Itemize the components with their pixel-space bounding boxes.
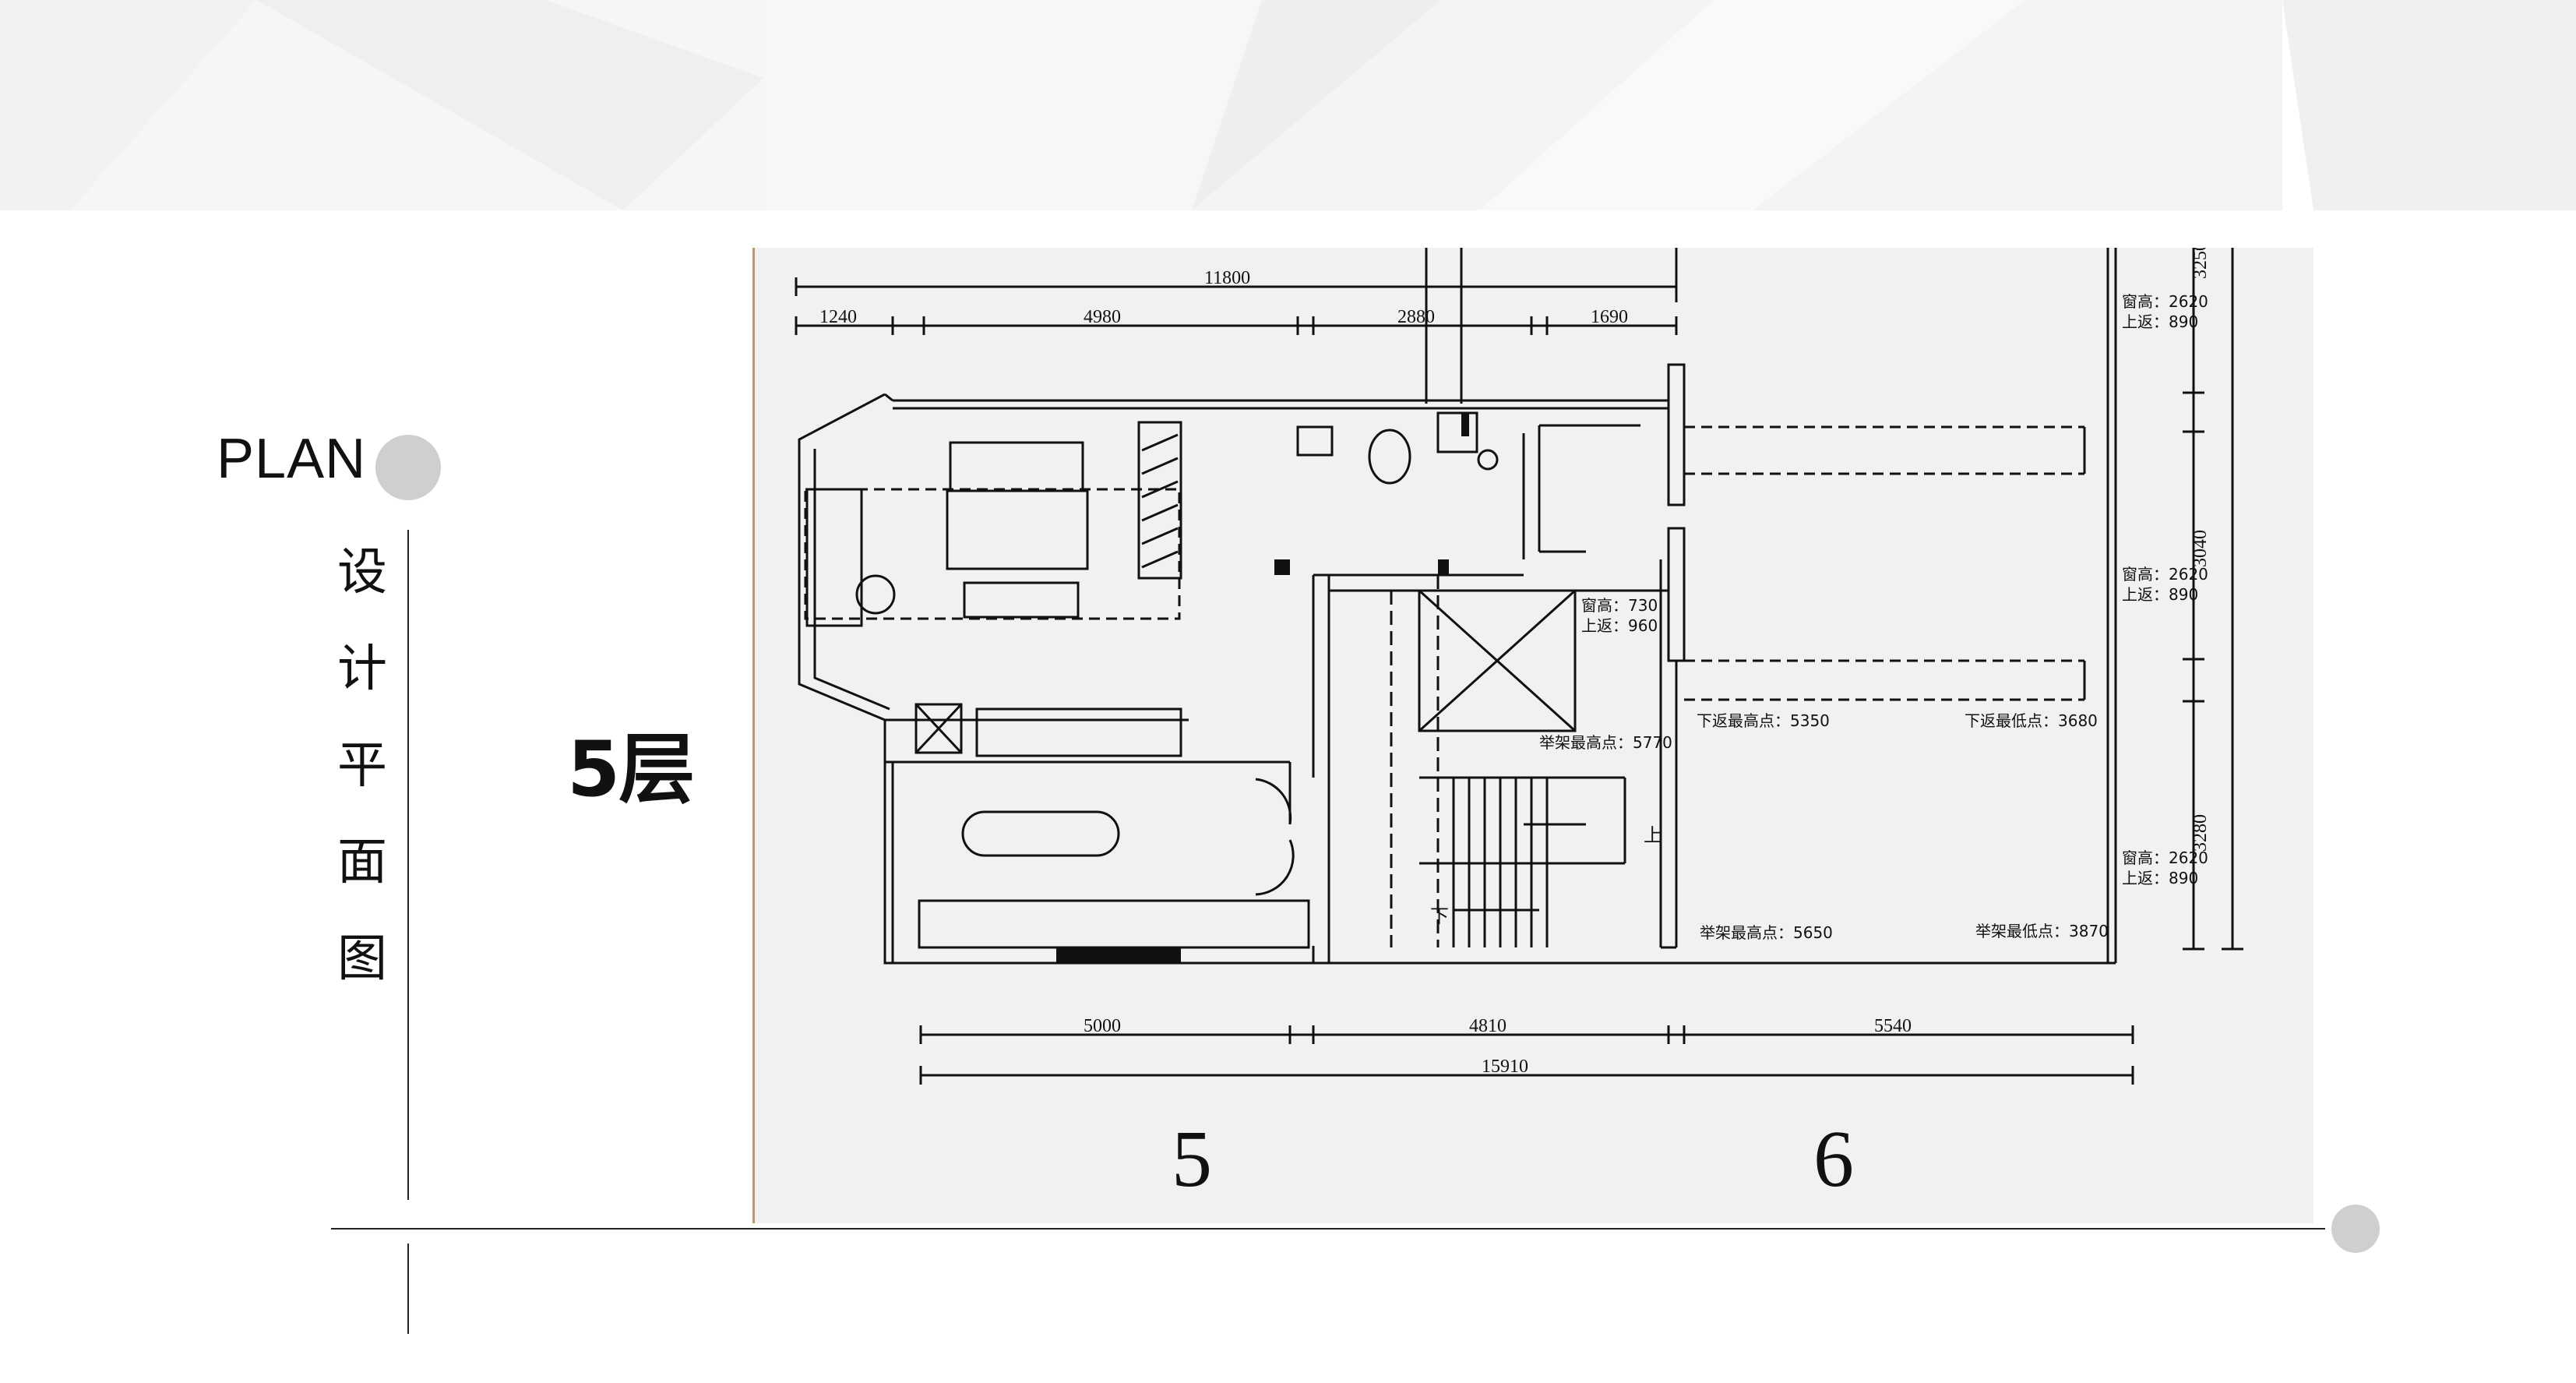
floor-plan-drawing: 11800 1240 4980 2880 1690 5000 4810 5540… (795, 248, 2243, 1204)
window-note: 上返：890 (2122, 312, 2198, 331)
stair-up-label: 上 (1644, 824, 1662, 846)
dim-right-3: 3280 (2190, 814, 2211, 852)
subtitle-char: 平 (337, 737, 387, 795)
accent-dot (375, 435, 441, 500)
subtitle-char: 图 (337, 930, 387, 988)
axis-label-5: 5 (1172, 1114, 1212, 1204)
dim-bottom-3: 5540 (1874, 1016, 1912, 1036)
floor-plan-panel: 11800 1240 4980 2880 1690 5000 4810 5540… (752, 248, 2313, 1223)
header-decoration (0, 0, 2576, 210)
height-note: 举架最高点：5650 (1700, 923, 1833, 942)
subtitle-char: 设 (337, 544, 387, 602)
window-note: 窗高：2620 (2122, 848, 2208, 867)
horizontal-rule (331, 1228, 2325, 1230)
window-note: 上返：960 (1581, 616, 1658, 635)
window-note: 窗高：2620 (2122, 565, 2208, 584)
dim-bottom-2: 4810 (1469, 1016, 1506, 1036)
height-note: 下返最高点：5350 (1697, 711, 1830, 730)
dim-top-4: 1690 (1591, 307, 1628, 327)
rule-end-dot (2331, 1205, 2380, 1253)
subtitle-char: 面 (337, 834, 387, 891)
dim-bottom-1: 5000 (1084, 1016, 1121, 1036)
window-note: 窗高：2620 (2122, 292, 2208, 311)
height-note: 下返最低点：3680 (1965, 711, 2098, 730)
section-label: PLAN (217, 428, 367, 490)
axis-label-6: 6 (1813, 1114, 1854, 1204)
window-note: 上返：890 (2122, 585, 2198, 604)
subtitle-char: 计 (337, 640, 387, 698)
panel-left-rule (752, 248, 755, 1223)
dim-top-overall: 11800 (1204, 268, 1250, 288)
dim-bottom-overall: 15910 (1482, 1057, 1528, 1077)
height-note: 举架最低点：3870 (1975, 922, 2109, 940)
vertical-rule (407, 530, 409, 1200)
dim-right-2: 3040 (2190, 530, 2211, 567)
stair-down-label: 下 (1430, 905, 1449, 927)
vertical-rule-lower (407, 1244, 409, 1334)
window-note: 窗高：730 (1581, 596, 1658, 615)
dim-top-1: 1240 (819, 307, 857, 327)
window-note: 上返：890 (2122, 869, 2198, 887)
floor-label: 5层 (567, 725, 695, 814)
section-subtitle: 设 计 平 面 图 (335, 545, 389, 986)
dim-top-2: 4980 (1084, 307, 1121, 327)
dim-top-3: 2880 (1397, 307, 1435, 327)
height-note: 举架最高点：5770 (1539, 733, 1672, 752)
dim-right-1: 3250 (2190, 248, 2211, 279)
